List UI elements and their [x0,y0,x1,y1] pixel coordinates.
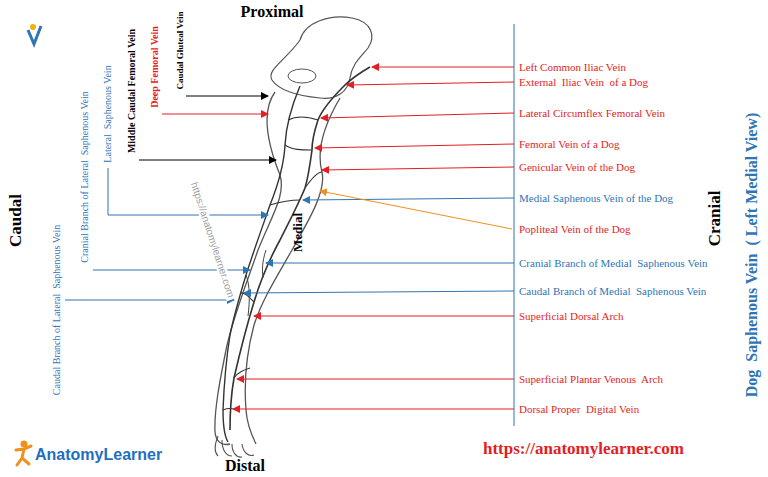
diagram-title: Dog Saphenous Vein ( Left Medial View) [744,113,760,397]
direction-label: Medial [291,213,304,252]
vein-label: Left Common Iliac Vein [519,62,626,73]
vein-label: Superficial Dorsal Arch [519,311,623,322]
website-url: https://anatomylearner.com [483,440,684,457]
vein-label: Middle Caudal Femoral Vein [127,29,137,153]
guide-line [514,24,515,426]
watermark: https://anatomylearner.com [188,179,236,301]
vein-label: Genicular Vein of the Dog [519,162,635,173]
direction-label: Distal [225,458,265,474]
vein-label: External Iliac Vein of a Dog [519,77,648,88]
vein-label: Popliteal Vein of the Dog [519,224,631,235]
direction-label: Proximal [241,4,304,20]
vein-label: Caudal Branch of Medial Saphenous Vein [519,286,706,297]
vein-label: Deep Femoral Vein [150,26,160,108]
direction-label: Caudal [7,194,24,247]
vein-label: Femoral Vein of a Dog [519,139,620,150]
vein-label: Caudal Gluteal Vein [176,12,185,90]
logo-icon [28,24,41,44]
direction-label: Cranial [706,190,723,246]
logo-figure [16,441,31,466]
vein-label: Superficial Plantar Venous Arch [519,374,663,385]
vein-label: Cranial Branch of Lateral Saphenous Vein [80,92,90,263]
vein-label: Dorsal Proper Digital Vein [519,404,639,415]
vein-label: Lateral Saphenous Vein [103,66,113,163]
logo-text: AnatomyLearner [35,447,162,463]
vein-label: Caudal Branch of Lateral Saphenous Vein [52,225,62,395]
vein-label: Lateral Circumflex Femoral Vein [519,108,665,119]
vein-label: Cranial Branch of Medial Saphenous Vein [519,258,708,269]
vein-label: Medial Saphenous Vein of the Dog [519,193,673,204]
